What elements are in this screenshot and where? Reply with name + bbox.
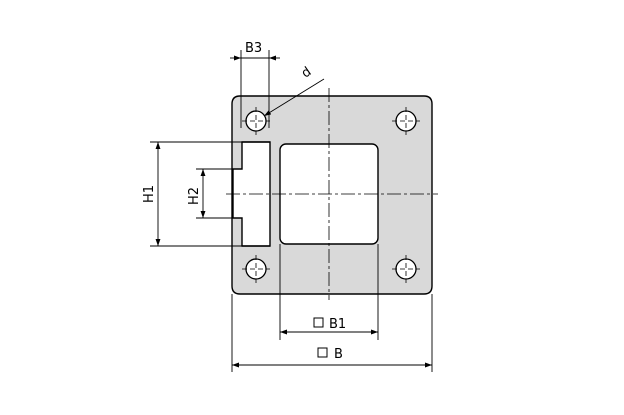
label-d: d xyxy=(299,64,314,81)
hole-center-marks xyxy=(242,107,420,283)
dimension-h1 xyxy=(150,141,242,247)
square-symbol-b1 xyxy=(313,317,324,328)
label-h2: H2 xyxy=(187,187,202,205)
label-h1: H1 xyxy=(142,185,157,203)
dimension-h2 xyxy=(196,168,233,219)
square-symbol-b xyxy=(317,347,328,358)
label-b1: B1 xyxy=(329,317,346,332)
dimension-b1 xyxy=(279,244,379,340)
label-b3: B3 xyxy=(245,41,262,56)
label-b: B xyxy=(334,347,343,362)
dimension-d xyxy=(263,78,325,117)
dimension-b xyxy=(231,294,433,372)
